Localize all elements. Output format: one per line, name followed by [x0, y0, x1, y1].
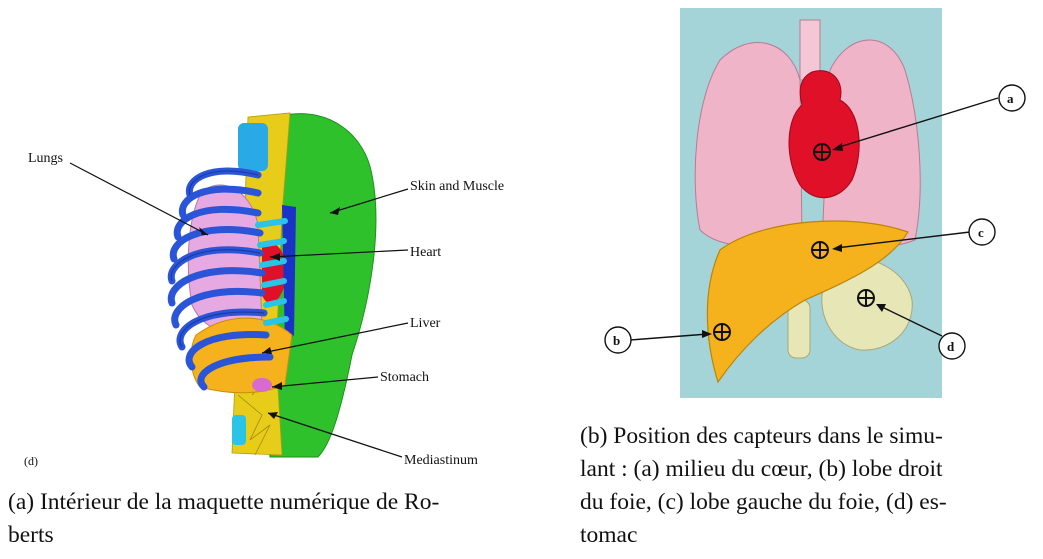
- caption-figure-b: (b) Position des capteurs dans le simu- …: [580, 420, 1038, 552]
- caption-a-line1: (a) Intérieur de la maquette numérique d…: [8, 486, 568, 519]
- sensor-c-marker: c: [969, 219, 995, 245]
- label-liver: Liver: [410, 316, 441, 331]
- label-skin-muscle: Skin and Muscle: [410, 179, 504, 194]
- caption-figure-a: (a) Intérieur de la maquette numérique d…: [8, 486, 568, 552]
- trachea-shape: [238, 123, 268, 171]
- caption-a-line2: berts: [8, 519, 568, 552]
- sensor-d-marker: d: [939, 333, 965, 359]
- label-lungs: Lungs: [28, 151, 63, 166]
- caption-b-line2: lant : (a) milieu du cœur, (b) lobe droi…: [580, 453, 1038, 486]
- label-mediastinum: Mediastinum: [404, 453, 478, 468]
- figure-b-sensor-positions: a b c d: [590, 0, 1040, 410]
- label-heart: Heart: [410, 245, 441, 260]
- stomach-shape: [252, 378, 272, 392]
- figure-a-torso-illustration: Lungs Skin and Muscle Heart Liver Stomac…: [0, 95, 545, 475]
- sensor-a-marker: a: [999, 85, 1025, 111]
- label-panel-d: (d): [24, 454, 38, 468]
- svg-text:b: b: [613, 333, 620, 348]
- svg-text:c: c: [978, 225, 984, 240]
- svg-text:d: d: [947, 339, 955, 354]
- caption-b-line4: tomac: [580, 519, 1038, 552]
- svg-text:a: a: [1007, 91, 1014, 106]
- caption-b-line3: du foie, (c) lobe gauche du foie, (d) es…: [580, 486, 1038, 519]
- caption-b-line1: (b) Position des capteurs dans le simu-: [580, 420, 1038, 453]
- label-stomach: Stomach: [380, 370, 429, 385]
- sensor-b-marker: b: [605, 327, 631, 353]
